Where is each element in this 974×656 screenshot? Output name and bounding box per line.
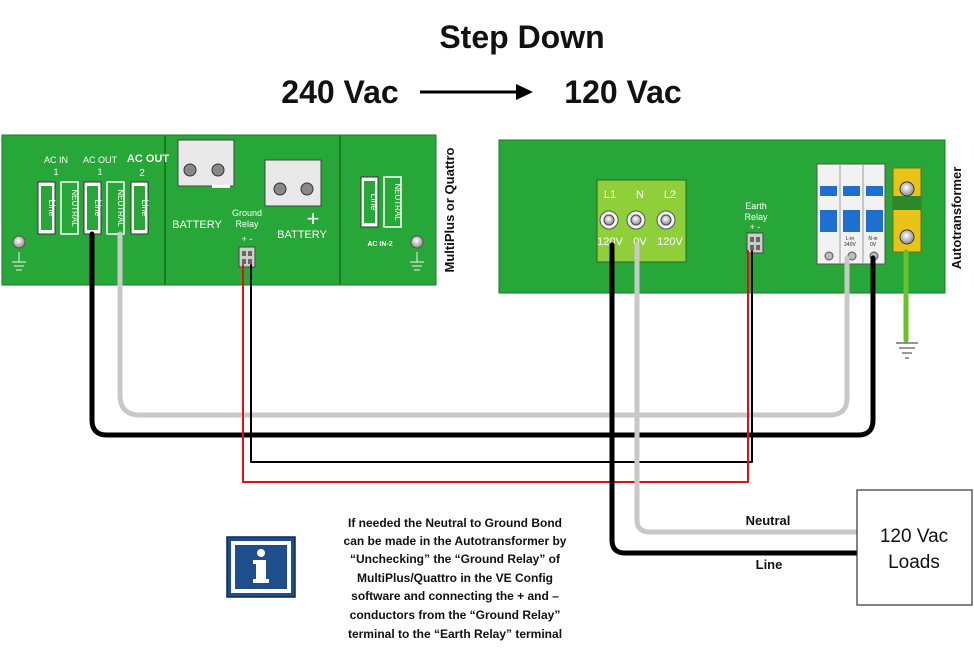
arrow-right-icon <box>420 84 533 100</box>
input-voltage-label: 240 Vac <box>281 74 398 110</box>
ac-out-1-label: AC OUT <box>83 155 118 165</box>
ground-symbol-icon <box>410 252 424 271</box>
screw-icon <box>410 235 424 249</box>
ac-in-1-label: AC IN <box>44 155 68 165</box>
terminal-n-label: N <box>636 189 644 201</box>
ground-relay-signs: + - <box>242 234 253 244</box>
neutral-wire-grey <box>117 231 850 418</box>
loads-voltage-label: 120 Vac <box>880 526 948 547</box>
ground-relay-wire-red <box>242 250 749 483</box>
screw-icon <box>12 235 26 249</box>
terminal-l1-voltage: 120V <box>597 236 623 248</box>
info-note-line: conductors from the “Ground Relay” <box>350 608 561 622</box>
loads-line-wire <box>609 242 860 556</box>
earth-relay-label-1: Earth <box>745 201 767 211</box>
loads-label: Loads <box>888 552 940 573</box>
loads-box <box>856 489 973 606</box>
battery-positive-terminal <box>264 159 322 207</box>
ac-out-1-number: 1 <box>97 167 102 177</box>
breaker-n-in-voltage: 0V <box>870 242 877 248</box>
ac-out-2-terminal: Line <box>130 181 150 235</box>
neutral-wire-label: Neutral <box>746 513 791 528</box>
ac-in-1-neutral-label: NEUTRAL <box>70 189 79 227</box>
info-note: If needed the Neutral to Ground Bond can… <box>344 516 567 641</box>
earth-bar <box>892 167 922 253</box>
battery-positive-sign: + <box>307 206 320 231</box>
loads-neutral-wire <box>634 242 860 535</box>
info-note-line: software and connecting the + and – <box>351 589 559 603</box>
ground-relay-label-2: Relay <box>235 219 259 229</box>
ac-in-2-terminal: Line NEUTRAL <box>360 176 402 228</box>
ground-relay-terminal <box>238 246 256 268</box>
ac-in-2-line-label: Line <box>369 193 379 210</box>
ac-in-1-line-label: Line <box>47 199 57 216</box>
ac-in-1-terminal: Line NEUTRAL <box>37 181 79 235</box>
ac-in-1-number: 1 <box>53 167 58 177</box>
battery-negative-sign <box>212 185 230 188</box>
output-voltage-label: 120 Vac <box>564 74 681 110</box>
ac-in-2-label: AC IN-2 <box>367 241 392 248</box>
wires <box>89 231 909 556</box>
ground-symbol-icon <box>12 252 26 271</box>
ac-out-2-line-label: Line <box>140 199 150 216</box>
info-note-line: MultiPlus/Quattro in the VE Config <box>357 571 553 585</box>
ac-out-2-number: 2 <box>139 168 145 179</box>
terminal-l2-label: L2 <box>664 189 676 201</box>
terminal-l2-voltage: 120V <box>657 236 683 248</box>
ac-in-2-neutral-label: NEUTRAL <box>393 183 402 221</box>
info-note-line: If needed the Neutral to Ground Bond <box>348 516 562 530</box>
diagram-title: Step Down <box>439 19 604 55</box>
autotransformer-board: L1 N L2 120V 0V 120V Earth Relay + - <box>498 139 946 294</box>
circuit-breakers <box>816 163 886 265</box>
battery-negative-label: BATTERY <box>172 219 222 231</box>
ground-symbol-icon <box>896 342 918 359</box>
info-note-line: terminal to the “Earth Relay” terminal <box>348 627 562 641</box>
ground-relay-wire-black <box>250 250 753 463</box>
line-wire-label: Line <box>756 557 783 572</box>
ground-relay-label-1: Ground <box>232 208 262 218</box>
breaker-n-in-label: N-in <box>868 236 877 242</box>
terminal-screw-icon <box>599 210 676 230</box>
battery-positive-label: BATTERY <box>277 229 327 241</box>
ac-out-1-neutral-label: NEUTRAL <box>116 189 125 227</box>
info-note-line: can be made in the Autotransformer by <box>344 534 567 548</box>
breaker-l-in-label: L-in <box>846 236 855 242</box>
terminal-l1-label: L1 <box>604 189 616 201</box>
ac-out-1-line-label: Line <box>93 199 103 216</box>
ac-out-1-terminal: Line NEUTRAL <box>83 181 125 235</box>
info-note-line: “Unchecking” the “Ground Relay” of <box>350 552 561 566</box>
line-wire-black <box>89 231 876 438</box>
earth-relay-signs: + - <box>750 222 761 232</box>
earth-relay-terminal <box>746 232 764 254</box>
breaker-l-in-voltage: 240V <box>844 242 856 248</box>
ac-out-2-label: AC OUT <box>127 153 169 165</box>
autotransformer-side-label: Autotransformer <box>949 167 964 270</box>
info-icon <box>226 536 296 598</box>
earth-relay-label-2: Relay <box>744 212 768 222</box>
battery-negative-terminal <box>177 139 235 187</box>
multiplus-side-label: MultiPlus or Quattro <box>442 147 457 272</box>
multiplus-board: AC IN 1 AC OUT 1 AC OUT 2 Line NEUTRAL L… <box>1 134 437 286</box>
